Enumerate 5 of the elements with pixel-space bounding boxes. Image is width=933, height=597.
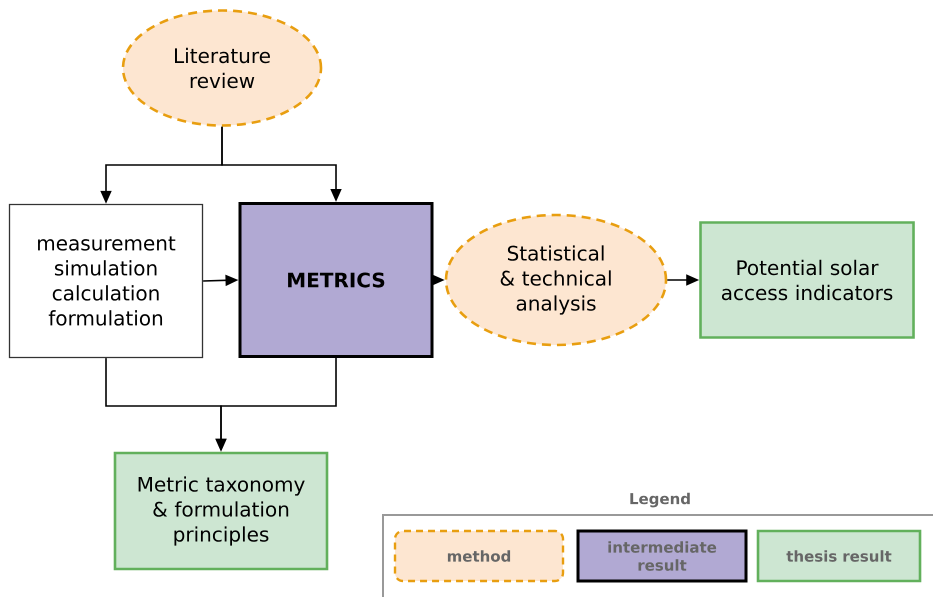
legend-title: Legend (630, 492, 690, 508)
metrics-box: METRICS (238, 202, 434, 358)
process-box: measurement simulation calculation formulation (8, 204, 204, 358)
result-box: Metric taxonomy & formulation principles (114, 452, 328, 570)
result-box: Potential solar access indicators (699, 221, 915, 339)
